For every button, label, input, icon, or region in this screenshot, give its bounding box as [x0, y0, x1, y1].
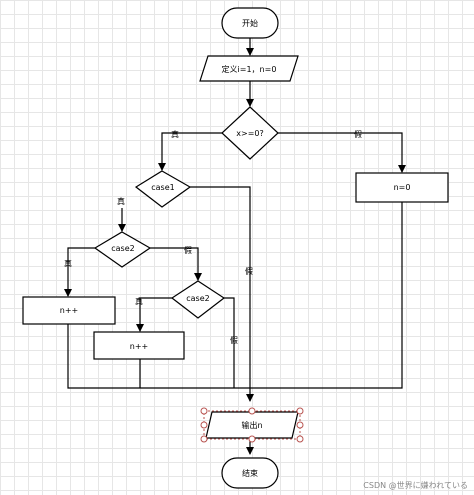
- node-set-n0[interactable]: n=0: [355, 172, 449, 203]
- label-case1-false: 假: [245, 267, 253, 276]
- label-x-true: 真: [171, 129, 179, 139]
- resize-handle-bl[interactable]: [200, 435, 208, 443]
- node-set-n0-label: n=0: [394, 183, 411, 192]
- watermark: CSDN @世界に嫌われている: [363, 481, 468, 490]
- node-start-label: 开始: [242, 18, 258, 28]
- resize-handle-right[interactable]: [296, 421, 304, 429]
- edge-inc1-merge[interactable]: [67, 324, 250, 389]
- node-inc1[interactable]: n++: [22, 296, 116, 325]
- node-case1-label: case1: [151, 183, 174, 192]
- edges: [64, 38, 406, 455]
- resize-handle-br[interactable]: [296, 435, 304, 443]
- label-case2b-false: 假: [230, 336, 238, 345]
- node-case2a[interactable]: case2: [93, 231, 152, 268]
- node-output[interactable]: 输出n: [200, 407, 304, 443]
- label-case2a-false: 假: [184, 246, 192, 255]
- node-case1[interactable]: case1: [134, 170, 192, 208]
- edge-case2b-true[interactable]: [136, 297, 172, 332]
- edge-cond-true[interactable]: [158, 132, 222, 171]
- node-end[interactable]: 结束: [221, 457, 279, 489]
- resize-handle-tr[interactable]: [296, 407, 304, 415]
- node-end-label: 结束: [242, 468, 258, 478]
- edge-case2a-true[interactable]: [64, 247, 95, 297]
- label-x-false: 假: [354, 130, 362, 139]
- edge-case2b-false[interactable]: [224, 297, 235, 388]
- resize-handle-top[interactable]: [248, 407, 256, 415]
- node-cond-x-label: x>=0?: [236, 129, 263, 138]
- node-inc2[interactable]: n++: [93, 331, 185, 360]
- node-cond-x[interactable]: x>=0?: [221, 106, 279, 160]
- node-inc1-label: n++: [60, 306, 78, 315]
- edge-case2a-false[interactable]: [150, 247, 202, 281]
- node-start[interactable]: 开始: [221, 7, 279, 39]
- resize-handle-tl[interactable]: [200, 407, 208, 415]
- resize-handle-left[interactable]: [200, 421, 208, 429]
- node-case2b[interactable]: case2: [170, 280, 226, 319]
- node-case2a-label: case2: [111, 244, 134, 253]
- resize-handle-bottom[interactable]: [248, 435, 256, 443]
- edge-case1-false[interactable]: [190, 186, 254, 402]
- label-case2a-true: 真: [64, 258, 72, 268]
- node-init[interactable]: 定义i=1，n=0: [199, 55, 299, 82]
- node-output-label: 输出n: [241, 420, 262, 430]
- edge-labels: 真 假 假 真 真 假 真 假: [64, 129, 362, 345]
- label-case1-true: 真: [117, 196, 125, 206]
- edge-cond-false[interactable]: [278, 132, 406, 173]
- node-init-label: 定义i=1，n=0: [222, 64, 277, 74]
- edge-n0-merge[interactable]: [250, 202, 403, 389]
- node-case2b-label: case2: [186, 294, 209, 303]
- node-inc2-label: n++: [130, 342, 148, 351]
- label-case2b-true: 真: [135, 296, 143, 306]
